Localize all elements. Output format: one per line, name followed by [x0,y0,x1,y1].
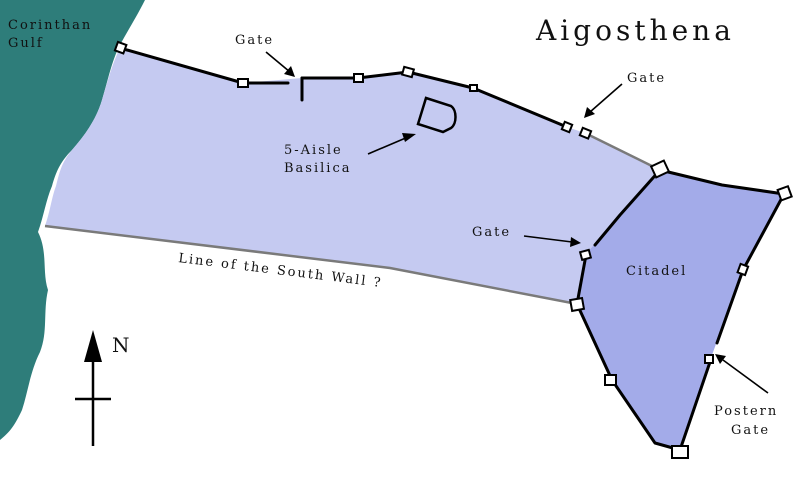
tower [578,126,593,140]
arrow-north-gate-head [284,66,295,77]
tower [649,159,671,179]
towers [113,40,793,459]
south-gate-label: Gate [472,225,511,240]
east-wall-faint-upper [584,131,661,172]
citadel-east-wall-lower [678,360,712,452]
north-arrow-head [84,330,102,362]
gulf-label-line1: Corinthan [8,18,92,33]
lower-town-area [45,48,660,304]
tower [604,374,617,386]
tower [113,40,128,55]
arrow-south-gate [523,235,573,243]
arrow-basilica [367,136,409,155]
north-arrow: N [75,330,130,446]
basilica-footprint [416,96,457,134]
tower [237,78,249,88]
tower [704,354,714,364]
annotation-arrows [265,51,769,394]
north-gate-label: Gate [235,33,274,48]
citadel-north-wall [658,168,786,196]
postern-gate-label-line2: Gate [731,423,770,438]
gulf-label-line2: Gulf [8,36,44,51]
arrow-east-gate [589,83,623,113]
arrow-basilica-head [402,133,416,142]
tower [469,84,478,92]
tower [671,445,689,459]
postern-gate-label-line1: Postern [714,404,778,419]
citadel-label: Citadel [626,264,687,279]
basilica-label-line1: 5-Aisle [284,143,343,158]
tower [353,73,364,83]
gulf-sea [0,0,145,440]
tower [578,248,593,262]
citadel-west-wall-upper [593,168,662,247]
basilica-label-line2: Basilica [284,161,351,176]
arrow-postern-gate [722,359,769,394]
tower [776,184,793,202]
arrow-north-gate [265,51,291,73]
map-title: Aigosthena [535,14,735,47]
tower [736,262,750,277]
arrow-east-gate-head [584,107,595,118]
tower [560,120,574,134]
arrow-postern-gate-head [715,354,726,364]
tower [400,65,416,79]
tower [569,296,586,313]
citadel-area [577,170,784,450]
south-wall-line [44,224,578,306]
north-label: N [112,333,130,357]
arrow-south-gate-head [570,237,581,247]
east-gate-label: Gate [627,71,666,86]
